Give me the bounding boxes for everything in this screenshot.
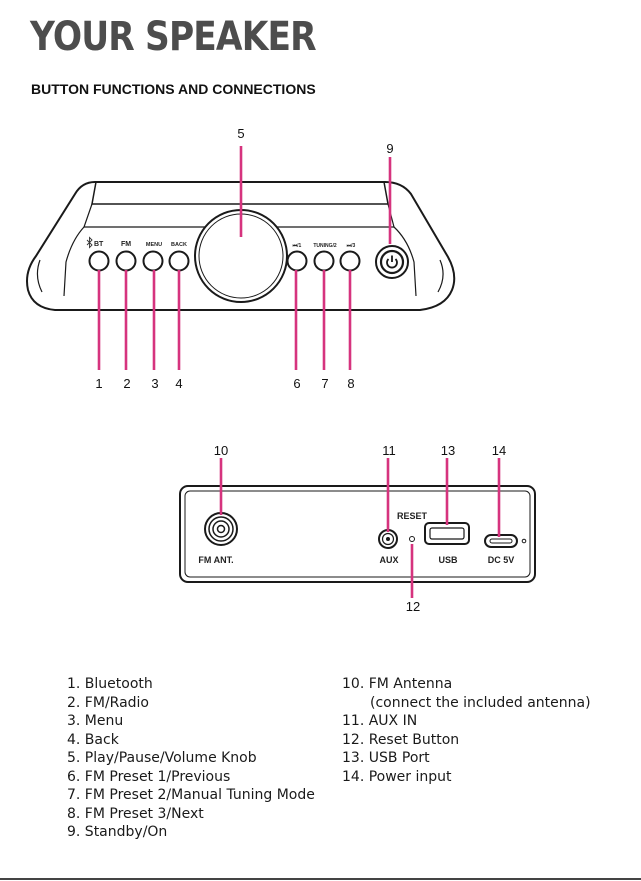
aux-label: AUX — [379, 555, 398, 565]
callout-3: 3 — [151, 376, 158, 391]
preset3-label: ⏭/3 — [347, 243, 356, 249]
list-item: 11. AUX IN — [342, 713, 418, 729]
list-item: 13. USB Port — [342, 750, 430, 766]
reset-label: RESET — [397, 511, 428, 521]
reset-pinhole[interactable] — [409, 536, 415, 542]
list-item: 1. Bluetooth — [67, 676, 153, 692]
tuning-label: TUNING/2 — [313, 243, 337, 249]
usb-port[interactable] — [424, 522, 470, 545]
back-button[interactable] — [168, 250, 190, 272]
bt-label: BT — [94, 241, 104, 248]
page-title: YOUR SPEAKER — [30, 14, 317, 60]
callout-6: 6 — [293, 376, 300, 391]
front-callout-lines — [97, 146, 392, 370]
fm-label: FM — [121, 241, 131, 248]
tuning-button[interactable] — [313, 250, 335, 272]
callout-10: 10 — [214, 443, 228, 458]
preset1-label: ⏮/1 — [293, 243, 302, 249]
callout-12: 12 — [406, 599, 420, 614]
power-icon — [386, 255, 398, 269]
functions-list-right: 10. FM Antenna (connect the included ant… — [342, 675, 591, 786]
fm-ant-label: FM ANT. — [198, 555, 233, 565]
fm-button[interactable] — [115, 250, 137, 272]
menu-button[interactable] — [142, 250, 164, 272]
list-item: 14. Power input — [342, 768, 452, 785]
callout-4: 4 — [175, 376, 182, 391]
usb-label: USB — [438, 555, 458, 565]
rear-panel: FM ANT. AUX RESET USB DC 5V — [179, 443, 536, 614]
callout-7: 7 — [321, 376, 328, 391]
callout-2: 2 — [123, 376, 130, 391]
callout-14: 14 — [492, 443, 506, 458]
list-item: 4. Back — [67, 731, 119, 748]
back-label: BACK — [171, 242, 187, 248]
menu-label: MENU — [146, 242, 162, 248]
page-bottom-rule — [0, 878, 641, 880]
callout-5: 5 — [237, 126, 244, 141]
bluetooth-icon — [86, 236, 93, 249]
callout-13: 13 — [441, 443, 455, 458]
dc-power-port[interactable] — [484, 534, 518, 548]
dc-label: DC 5V — [488, 555, 515, 565]
list-item: 12. Reset Button — [342, 731, 460, 748]
callout-1: 1 — [95, 376, 102, 391]
callout-8: 8 — [347, 376, 354, 391]
list-item: 2. FM/Radio — [67, 694, 149, 711]
aux-jack[interactable] — [378, 529, 398, 549]
front-panel: BT FM MENU BACK ⏮/1 TUNING/2 ⏭/3 5 9 1 2… — [26, 126, 456, 391]
list-item: 5. Play/Pause/Volume Knob — [67, 750, 257, 766]
callout-9: 9 — [386, 141, 393, 156]
section-heading: BUTTON FUNCTIONS AND CONNECTIONS — [31, 81, 316, 97]
rear-callout-lines — [219, 458, 501, 598]
preset1-button[interactable] — [286, 250, 308, 272]
fm-antenna-jack[interactable] — [204, 512, 238, 546]
list-item: 7. FM Preset 2/Manual Tuning Mode — [67, 787, 315, 803]
list-item-note: (connect the included antenna) — [370, 694, 591, 711]
list-item: 3. Menu — [67, 713, 124, 729]
functions-list-left: 1. Bluetooth 2. FM/Radio 3. Menu 4. Back… — [67, 675, 315, 842]
led-indicator — [521, 538, 527, 544]
list-item: 6. FM Preset 1/Previous — [67, 768, 231, 785]
preset3-button[interactable] — [339, 250, 361, 272]
list-item: 9. Standby/On — [67, 824, 168, 840]
list-item: 10. FM Antenna — [342, 676, 453, 692]
callout-11: 11 — [382, 443, 396, 458]
bluetooth-button[interactable] — [88, 250, 110, 272]
list-item: 8. FM Preset 3/Next — [67, 805, 204, 822]
